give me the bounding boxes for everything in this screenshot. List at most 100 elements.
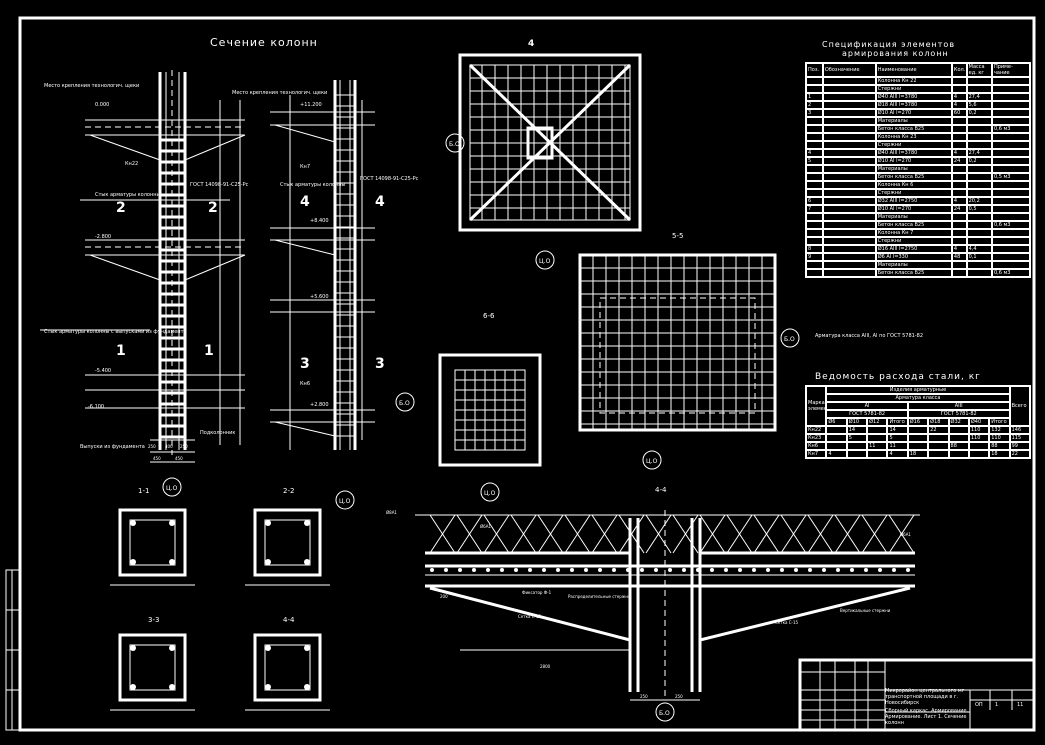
drawing-annotation: Ц.О (646, 458, 658, 465)
drawing-linework (578, 253, 777, 432)
drawing-annotation: ГОСТ 14098-91-С25-Рс (190, 182, 249, 188)
steel-cell (827, 443, 846, 449)
drawing-annotation: 2-2 (283, 487, 294, 495)
rebar-dot (304, 645, 310, 651)
drawing-annotation: 2 (116, 200, 126, 216)
spec-row: Колонна Кн 7 (807, 230, 1029, 236)
rebar-dot (738, 568, 742, 572)
spec-cell (967, 270, 991, 276)
column-section-outline (253, 633, 322, 702)
spec-cell (967, 126, 991, 132)
drawing-annotation: Кн7 (300, 164, 310, 170)
spec-cell (823, 190, 875, 196)
steel-cell: 4 (827, 451, 846, 457)
spec-cell: Ø10 AI l=270 (876, 110, 951, 116)
spec-cell: 0,6 м3 (992, 222, 1029, 228)
steel-cell (949, 435, 968, 441)
steel-subheader-cell: Ø32 (949, 419, 968, 425)
spec-cell: Бетон класса В25 (876, 174, 951, 180)
steel-cell (908, 435, 928, 441)
header-gost2: ГОСТ 5781-82 (908, 411, 1009, 417)
header-gost1: ГОСТ 5781-82 (827, 411, 907, 417)
spec-cell (967, 222, 991, 228)
spec-cell (823, 254, 875, 260)
spec-title-line2: армирования колонн (842, 49, 949, 58)
spec-cell (807, 270, 822, 276)
drawing-annotation: 3 (300, 356, 310, 372)
spec-cell: Ø18 AIII l=3780 (876, 102, 951, 108)
spec-cell (823, 110, 875, 116)
tie-outline (264, 644, 311, 691)
spec-cell (992, 214, 1029, 220)
diagonal-bar (834, 514, 861, 554)
project-name: Микрорайон центрального мг транспортной … (885, 688, 965, 706)
rebar-dot (822, 568, 826, 572)
steel-cell: Кн23 (807, 435, 826, 441)
spec-cell (952, 118, 966, 124)
spec-cell (967, 78, 991, 84)
spec-cell (967, 134, 991, 140)
spec-note: Арматура класса AIII, AI по ГОСТ 5781-82 (815, 333, 923, 339)
rebar-dot (654, 568, 658, 572)
steel-cell (908, 427, 928, 433)
spec-cell (807, 174, 822, 180)
spec-cell: Бетон класса В25 (876, 222, 951, 228)
spec-cell (823, 126, 875, 132)
spec-cell: 4 (807, 150, 822, 156)
spec-cell: Ø10 AI l=270 (876, 158, 951, 164)
drawing-linework (425, 551, 915, 588)
rebar-dot (486, 568, 490, 572)
spec-cell: 4 (952, 94, 966, 100)
steel-cell: 88 (990, 443, 1009, 449)
steel-subheader-cell: Ø40 (969, 419, 989, 425)
drawing-linework (780, 328, 800, 348)
section-5-5-grid: 5-5 (578, 232, 777, 432)
spec-cell (952, 190, 966, 196)
spec-cell: 27,4 (967, 94, 991, 100)
drawing-annotation: 3 (375, 356, 385, 372)
spec-row: Колонна Кн 23 (807, 134, 1029, 140)
spec-cell (952, 166, 966, 172)
column-cross-sections: 1-1 2-2 3-3 4-4 (110, 487, 330, 711)
steel-cell: 4 (888, 451, 907, 457)
diagonal-bar (726, 514, 753, 554)
spec-cell (823, 206, 875, 212)
steel-cell (868, 435, 887, 441)
spec-cell (823, 118, 875, 124)
spec-cell (952, 142, 966, 148)
rebar-dot (500, 568, 504, 572)
drawing-annotation: +2.800 (310, 402, 329, 408)
rebar-dot (444, 568, 448, 572)
spec-cell: Бетон класса В25 (876, 126, 951, 132)
rebar-dot (169, 645, 175, 651)
drawing-annotation: Выпуски из фундамента (80, 444, 145, 450)
drawing-annotation: ГОСТ 14098-91-С25-Рс (360, 176, 419, 182)
left-binding-strip (5, 569, 20, 731)
drawing-annotation: +8.400 (310, 218, 329, 224)
drawing-annotation: 1 (204, 343, 214, 359)
spec-cell: Бетон класса В25 (876, 270, 951, 276)
spec-cell: Колонна Кн 7 (876, 230, 951, 236)
diagonal-bar (591, 514, 618, 554)
spec-header-cell: Наименование (876, 64, 951, 76)
spec-cell (992, 166, 1029, 172)
spec-cell: 0,6 м3 (992, 270, 1029, 276)
spec-cell (823, 150, 875, 156)
spec-cell: Стержни (876, 190, 951, 196)
rebar-dot (304, 520, 310, 526)
spec-cell (967, 262, 991, 268)
spec-cell: Стержни (876, 238, 951, 244)
drawing-annotation: Ø6A1 (480, 524, 491, 529)
rebar-dot (130, 520, 136, 526)
spec-cell (992, 238, 1029, 244)
steel-table-title: Ведомость расхода стали, кг (815, 372, 981, 382)
spec-cell: 0,2 (967, 158, 991, 164)
rebar-dot (265, 559, 271, 565)
drawing-annotation: Ц.О (539, 258, 551, 265)
